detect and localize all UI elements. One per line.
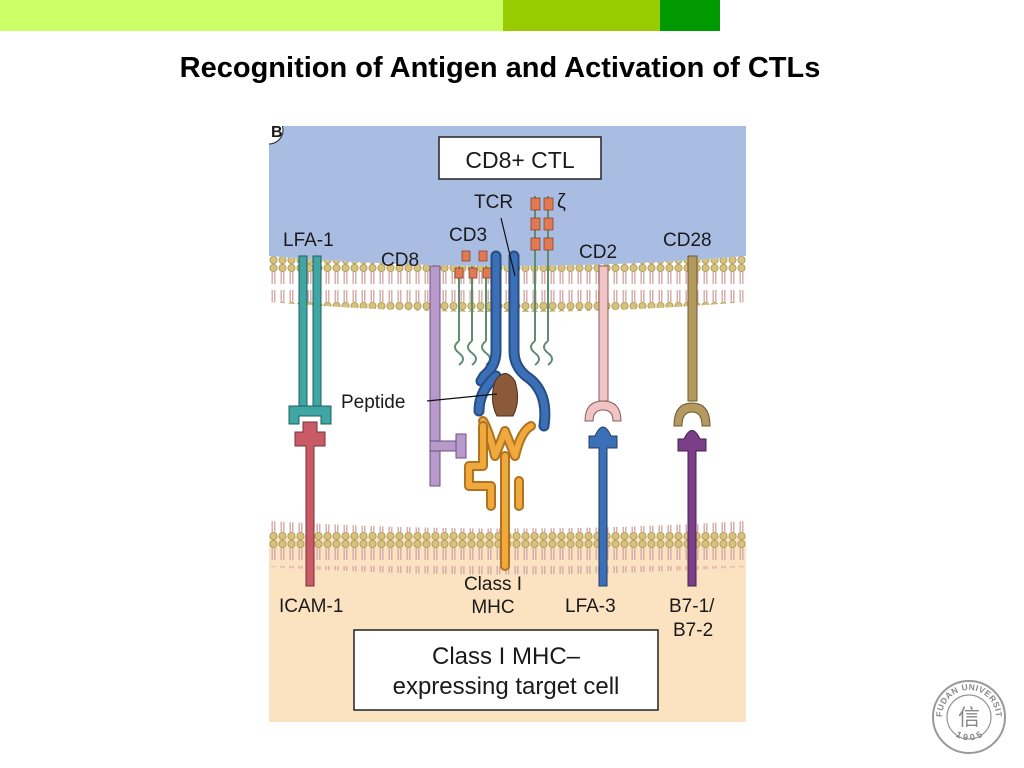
lfa3-molecule xyxy=(588,426,618,587)
diagram-svg: B CD8+ CTL LFA-1 ICAM-1 CD8 CD3 xyxy=(269,126,746,722)
target-box-line1: Class I MHC– xyxy=(432,643,581,670)
zeta-itams xyxy=(530,197,554,251)
label-icam1: ICAM-1 xyxy=(279,596,343,617)
label-zeta: ζ xyxy=(557,191,566,213)
label-cd2: CD2 xyxy=(579,242,617,263)
label-lfa1: LFA-1 xyxy=(283,230,334,251)
cd8-molecule xyxy=(429,265,467,487)
peptide xyxy=(491,373,519,417)
university-seal: FUDAN UNIVERSITY 1905 信 xyxy=(927,670,1008,756)
panel-letter: B xyxy=(271,126,283,141)
label-mhc-line1: Class I xyxy=(464,574,522,595)
label-b7-line2: B7-2 xyxy=(673,620,713,641)
label-peptide: Peptide xyxy=(341,392,405,413)
ctl-activation-diagram: B CD8+ CTL LFA-1 ICAM-1 CD8 CD3 xyxy=(269,126,746,722)
label-tcr: TCR xyxy=(474,192,513,213)
seal-text-bottom: 1905 xyxy=(955,728,987,743)
ctl-box xyxy=(438,136,602,180)
ctl-box-label: CD8+ CTL xyxy=(465,147,574,173)
seal-svg: FUDAN UNIVERSITY 1905 信 xyxy=(927,670,1006,754)
seal-glyph: 信 xyxy=(958,706,980,731)
peptide-pointer xyxy=(426,393,498,402)
label-cd28: CD28 xyxy=(663,230,712,251)
class-i-mhc xyxy=(464,416,536,571)
cd2-molecule xyxy=(584,265,622,422)
cd3-itams xyxy=(454,250,492,279)
target-box-line2: expressing target cell xyxy=(393,673,620,700)
label-lfa3: LFA-3 xyxy=(565,596,616,617)
label-cd8: CD8 xyxy=(381,250,419,271)
tcr-pointer xyxy=(500,217,516,277)
target-box xyxy=(353,629,659,711)
top-bar-dark xyxy=(660,0,720,31)
cd3-chains xyxy=(454,266,491,366)
ctl-membrane xyxy=(269,256,746,312)
label-mhc-line2: MHC xyxy=(471,597,514,618)
top-bar-light xyxy=(0,0,503,31)
label-b7-line1: B7-1/ xyxy=(669,596,715,617)
slide-title: Recognition of Antigen and Activation of… xyxy=(179,52,821,84)
lfa1-molecule xyxy=(288,255,332,425)
top-bar-mid xyxy=(503,0,660,31)
tcr-molecule xyxy=(473,250,551,432)
cd28-molecule xyxy=(673,255,711,427)
label-cd3: CD3 xyxy=(449,225,487,246)
icam1-molecule xyxy=(294,421,326,587)
b7-molecule xyxy=(677,430,707,587)
panel-letter-badge xyxy=(269,126,284,145)
